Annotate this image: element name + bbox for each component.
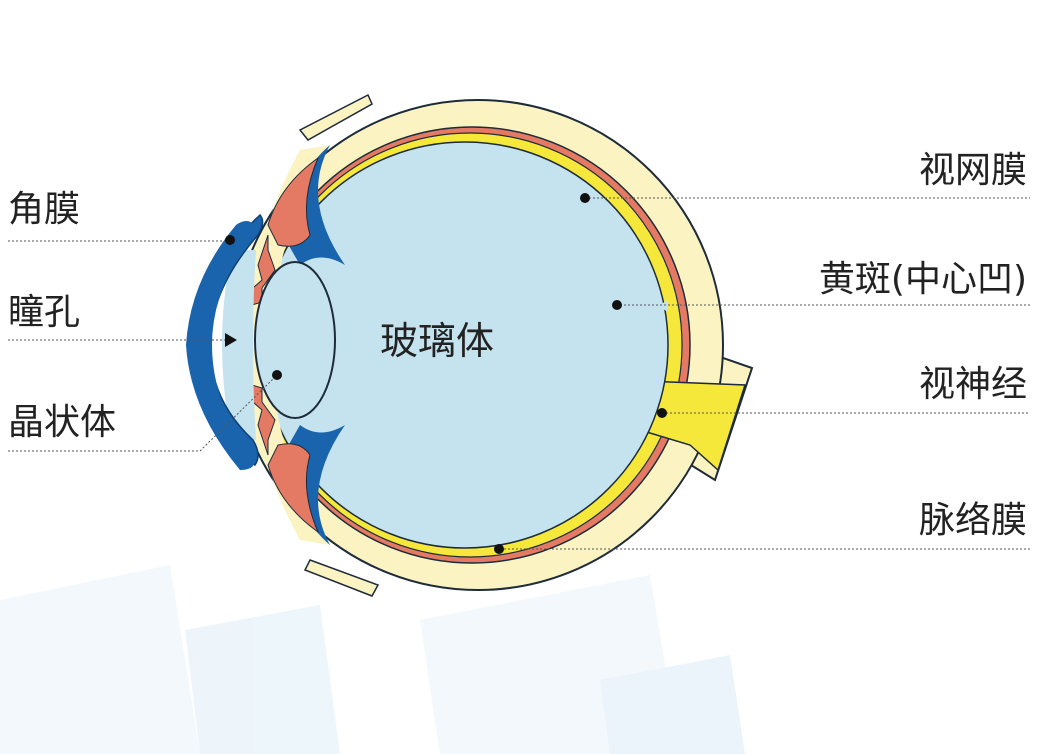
- label-cornea: 角膜: [8, 189, 81, 230]
- label-pupil: 瞳孔: [8, 292, 81, 333]
- label-choroid: 脉络膜: [918, 500, 1027, 541]
- label-retina: 视网膜: [918, 150, 1027, 191]
- label-macula: 黄斑(中心凹): [818, 259, 1027, 300]
- label-lens: 晶状体: [8, 402, 117, 443]
- label-vitreous: 玻璃体: [380, 319, 495, 363]
- pointer-dots: [225, 193, 667, 554]
- ciliary-body-bottom: [267, 443, 320, 534]
- macula-pit: [658, 300, 668, 312]
- iris-bottom: [244, 384, 276, 456]
- iris-top: [244, 234, 276, 306]
- background-squares: [0, 565, 745, 754]
- label-optic-nerve: 视神经: [918, 364, 1027, 405]
- ciliary-body-top: [267, 156, 320, 247]
- leader-lines: [8, 197, 1030, 550]
- lens: [254, 261, 336, 419]
